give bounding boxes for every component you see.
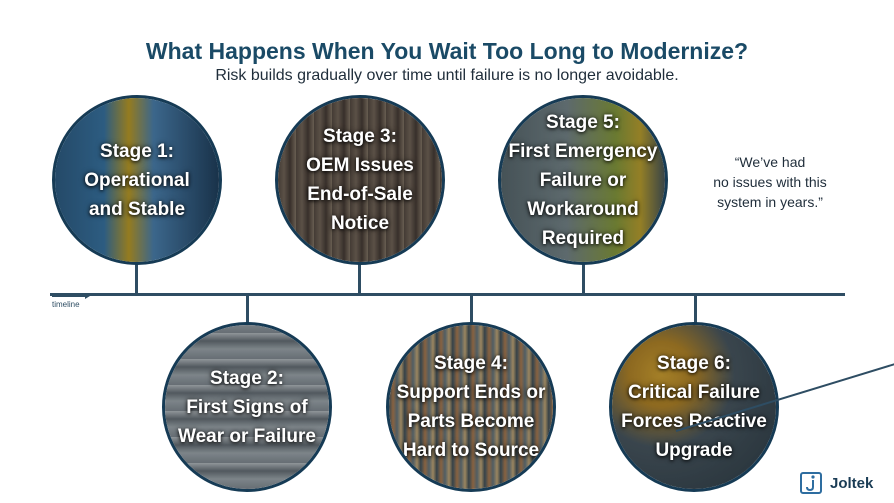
stage-4-connector	[470, 295, 473, 325]
stage-4-circle: Stage 4: Support Ends or Parts Become Ha…	[386, 322, 556, 492]
timeline-axis	[50, 293, 845, 296]
stage-5-connector	[582, 262, 585, 294]
stage-5-circle: Stage 5: First Emergency Failure or Work…	[498, 95, 668, 265]
stage-6-connector	[694, 295, 697, 325]
stage-3-connector	[358, 262, 361, 294]
stage-4-label: Stage 4: Support Ends or Parts Become Ha…	[396, 353, 546, 461]
stage-2-circle: Stage 2: First Signs of Wear or Failure	[162, 322, 332, 492]
stage-3-photo	[278, 98, 442, 262]
stage-2-connector	[246, 295, 249, 325]
stage-6-label: Stage 6: Critical Failure Forces Reactiv…	[621, 353, 767, 461]
stage-2-label: Stage 2: First Signs of Wear or Failure	[178, 367, 316, 447]
stage-3-circle: Stage 3: OEM Issues End-of-Sale Notice	[275, 95, 445, 265]
stage-3-label: Stage 3: OEM Issues End-of-Sale Notice	[306, 126, 414, 234]
stage-1-connector	[135, 262, 138, 294]
joltek-logo-icon	[800, 472, 822, 494]
brand-name: Joltek	[830, 474, 874, 492]
stage-2-photo	[165, 325, 329, 489]
stage-5-photo	[501, 98, 665, 262]
stage-1-circle: Stage 1: Operational and Stable	[52, 95, 222, 265]
timeline-label: timeline	[52, 300, 80, 309]
brand-logo: Joltek	[800, 472, 873, 494]
timeline-arrow-icon	[52, 293, 90, 299]
page-title: What Happens When You Wait Too Long to M…	[145, 38, 749, 64]
stage-5-label: Stage 5: First Emergency Failure or Work…	[508, 111, 658, 249]
page-subtitle: Risk builds gradually over time until fa…	[215, 67, 679, 84]
quote-text: “We’ve had no issues with this system in…	[713, 154, 827, 210]
stage-1-label: Stage 1: Operational and Stable	[84, 140, 190, 220]
stage-1-photo	[55, 98, 219, 262]
stage-4-photo	[389, 325, 553, 489]
